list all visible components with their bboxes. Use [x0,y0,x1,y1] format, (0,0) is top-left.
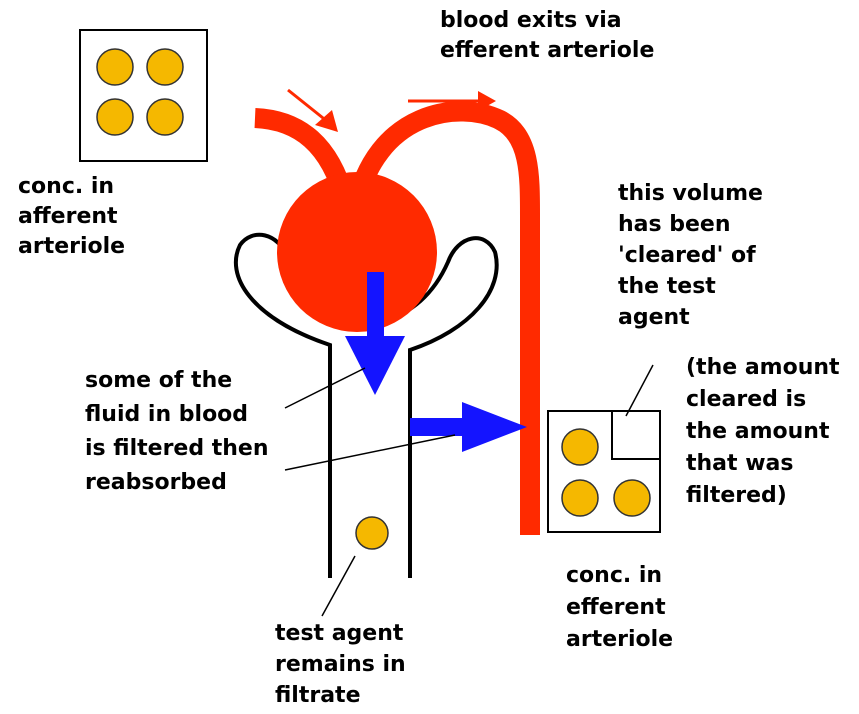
agent-particle [97,99,133,135]
label-blood-exits: blood exits via efferent arteriole [440,6,654,66]
label-afferent-concentration: conc. in afferent arteriole [18,172,125,262]
afferent-box-frame [80,30,207,161]
label-fluid-filtered: some of the fluid in blood is filtered t… [85,364,269,500]
agent-particle [147,99,183,135]
leader-line-test-agent [322,556,355,616]
leader-line-filtered [285,368,365,408]
leader-line-cleared [626,365,653,416]
agent-particle [147,49,183,85]
efferent-concentration-box [548,411,660,532]
agent-particle [614,480,650,516]
reabsorption-arrow [410,402,527,452]
leader-line-reabsorbed [285,435,455,470]
filtrate-agent-particle [356,517,388,549]
agent-particle [97,49,133,85]
cleared-volume-square [612,411,660,459]
label-amount-cleared: (the amount cleared is the amount that w… [686,352,840,512]
label-cleared-volume: this volume has been 'cleared' of the te… [618,178,763,333]
glomerulus [277,172,437,332]
label-test-agent: test agent remains in filtrate [275,618,406,711]
afferent-concentration-box [80,30,207,161]
agent-particle [562,480,598,516]
label-efferent-concentration: conc. in efferent arteriole [566,560,673,656]
agent-particle [562,429,598,465]
